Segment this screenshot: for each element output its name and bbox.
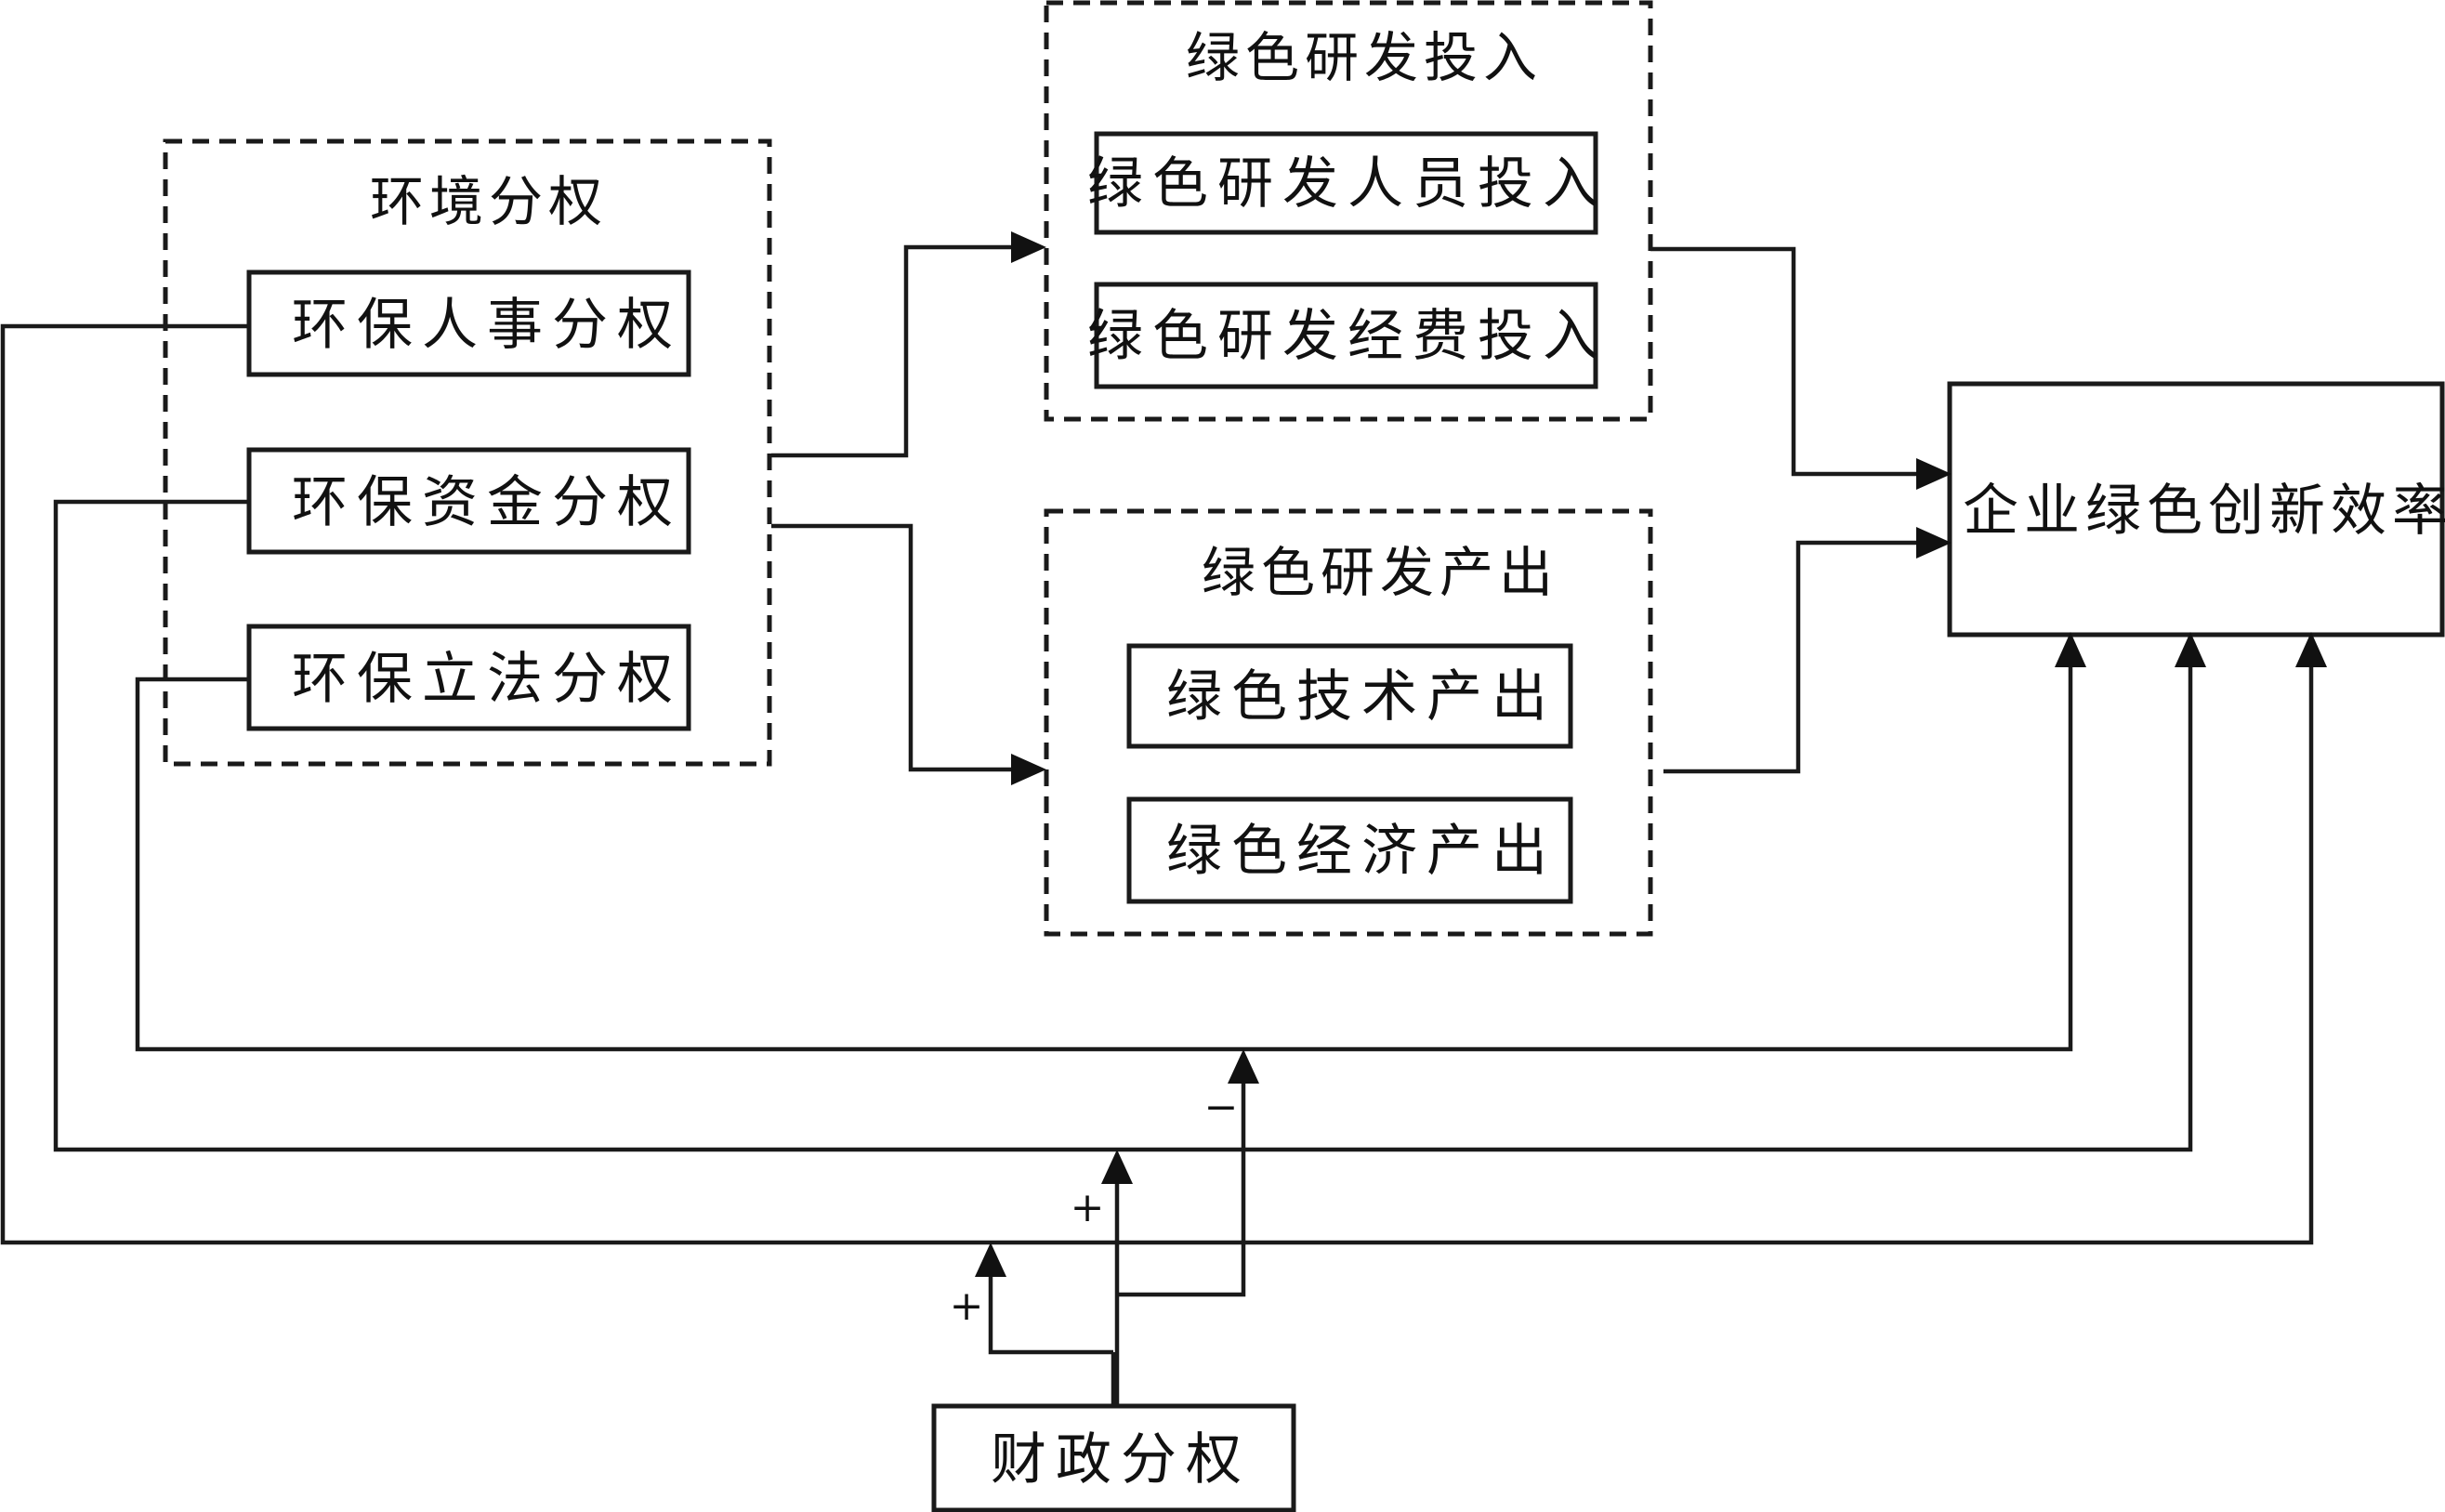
env-personnel-label: 环保人事分权 [292,293,682,358]
green-rd-input-group [1044,0,1653,422]
green-econ-output-box [1126,796,1573,904]
green-econ-output-label: 绿色经济产出 [1166,819,1557,884]
env-funds-label: 环保资金分权 [292,470,682,535]
rd-funds-input-box [1094,282,1598,389]
env-personnel-box [246,270,691,377]
legislation-to-efficiency-path [135,664,2073,1052]
funds-to-efficiency-path [53,499,2193,1152]
rd-input-to-efficiency-connector [1650,246,1916,477]
fiscal-to-funds-arrowhead [1101,1150,1133,1184]
legislation-moderation-sign: − [1204,1084,1239,1131]
rd-personnel-input-box [1094,131,1598,235]
enterprise-efficiency-label: 企业绿色创新效率 [1963,479,2445,544]
env-to-rd-input-connector [771,244,1011,458]
env-funds-box [246,447,691,555]
env-decentralization-group-title: 环境分权 [370,170,608,233]
rd-funds-input-label: 绿色研发经费投入 [1087,304,1608,369]
green-tech-output-box [1126,643,1573,749]
funds-moderation-sign: + [1071,1184,1105,1231]
personnel-to-efficiency-path [0,323,2314,1245]
rd-output-to-efficiency-arrowhead [1916,527,1952,559]
green-rd-output-group-title: 绿色研发产出 [1202,541,1558,604]
rd-output-to-efficiency-connector [1663,540,1916,774]
env-to-rd-output-arrowhead [1011,754,1046,785]
personnel-moderation-sign: + [950,1282,984,1330]
enterprise-efficiency-box [1947,381,2445,638]
env-to-rd-output-connector [771,523,1011,772]
env-decentralization-group [163,138,772,767]
fiscal-decentralization-box [931,1403,1296,1512]
fiscal-to-legislation-moderation [1117,1082,1246,1297]
fiscal-to-personnel-moderation [988,1275,1113,1355]
fiscal-decentralization-label: 财政分权 [991,1427,1251,1492]
fiscal-to-personnel-arrowhead [975,1242,1006,1277]
green-rd-input-group-title: 绿色研发投入 [1186,26,1543,89]
rd-input-to-efficiency-arrowhead [1916,458,1952,490]
personnel-to-efficiency-arrowhead [2295,632,2327,667]
legislation-to-efficiency-arrowhead [2055,632,2086,667]
rd-personnel-input-label: 绿色研发人员投入 [1087,151,1608,217]
green-rd-output-group [1044,508,1653,937]
fiscal-to-legislation-arrowhead [1228,1049,1259,1084]
funds-to-efficiency-arrowhead [2175,632,2206,667]
env-legislation-label: 环保立法分权 [292,647,682,712]
env-legislation-box [246,624,691,731]
green-tech-output-label: 绿色技术产出 [1166,664,1557,730]
env-to-rd-input-arrowhead [1011,231,1046,263]
